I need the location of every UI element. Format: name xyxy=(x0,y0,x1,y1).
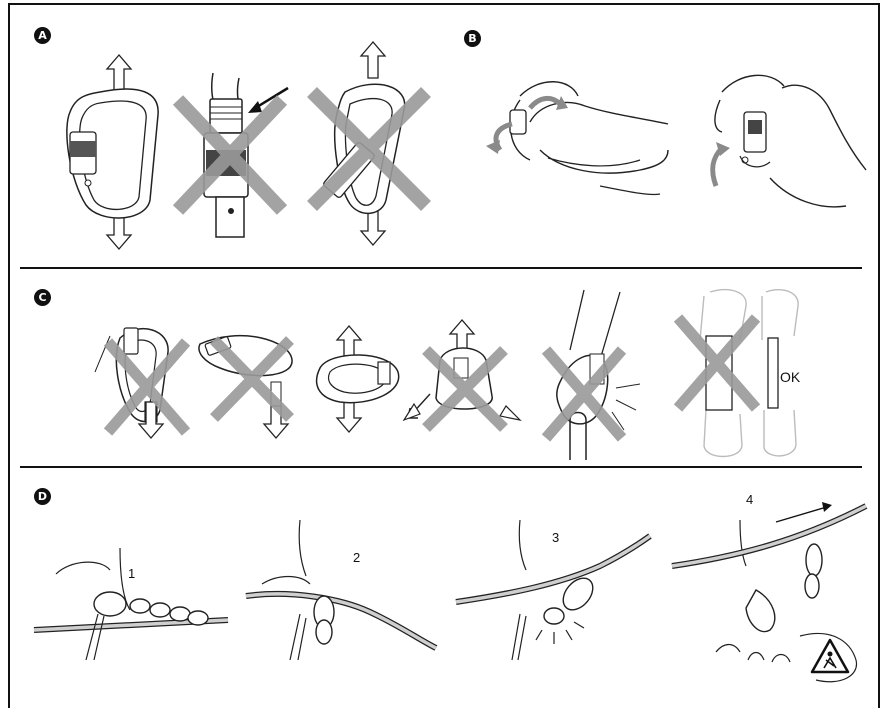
section-d-illustration xyxy=(34,502,866,682)
down-arrow-icon xyxy=(361,209,385,245)
section-c-illustration xyxy=(95,290,798,460)
section-a-illustration xyxy=(67,42,426,249)
rotation-arrow-icon xyxy=(496,98,560,150)
up-arrow-icon xyxy=(107,55,131,91)
warning-triangle-icon xyxy=(812,640,848,672)
up-arrow-icon xyxy=(361,42,385,78)
section-b-illustration xyxy=(486,75,866,207)
